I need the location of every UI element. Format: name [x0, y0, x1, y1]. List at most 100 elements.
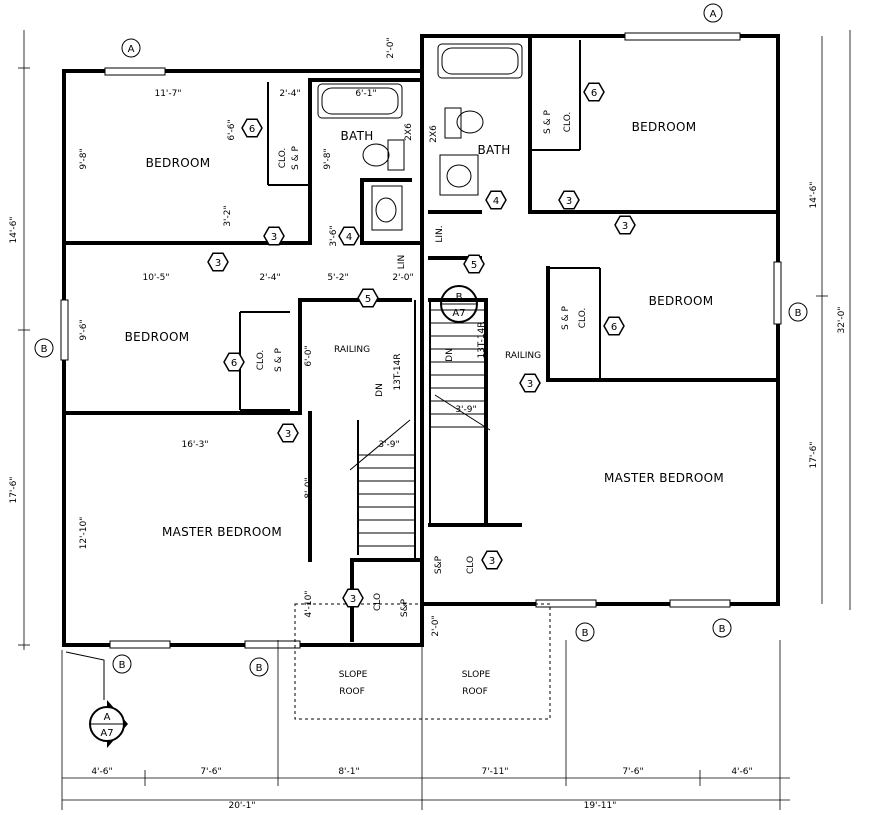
sloped-roof-outline — [294, 603, 551, 720]
east-unit-walls — [420, 34, 780, 606]
dim-6-0: 6'-0" — [304, 345, 314, 366]
grid-label: B — [41, 344, 48, 355]
slope-label: SLOPE — [462, 670, 491, 680]
dim-5-2: 5'-2" — [327, 273, 348, 283]
room-master-e: MASTER BEDROOM — [604, 471, 724, 485]
window — [60, 299, 69, 361]
stair-down-label: DN — [375, 383, 385, 397]
door-tag-hex — [357, 288, 379, 308]
stair-risers-label: 13T-14R — [393, 353, 403, 390]
door-tag-label: 5 — [471, 260, 477, 271]
stair-risers-label: 13T-14R — [477, 321, 487, 358]
dim-20-1: 20'-1" — [228, 801, 255, 811]
shelf-pole-label: S & P — [543, 109, 553, 133]
windows — [60, 32, 782, 649]
stairs — [349, 309, 491, 547]
window — [624, 32, 741, 41]
door-tag-label: 3 — [489, 556, 495, 567]
door-tag-label: 6 — [249, 124, 255, 135]
bathtub — [317, 83, 403, 119]
door-tag-hex — [485, 190, 507, 210]
dim-6-6: 6'-6" — [227, 119, 237, 140]
door-tag-hex — [614, 215, 636, 235]
section-marker-label: B — [456, 292, 463, 303]
door-tag-hex — [519, 373, 541, 393]
wall-2x6-label: 2X6 — [404, 123, 414, 141]
dim-2-0: 2'-0" — [431, 615, 441, 636]
dim-4-6: 4'-6" — [91, 767, 112, 777]
dim-32-0: 32'-0" — [837, 306, 847, 333]
door-tag-label: 3 — [622, 221, 628, 232]
room-bath-w: BATH — [340, 129, 373, 143]
dim-3-6: 3'-6" — [329, 225, 339, 246]
window — [669, 599, 731, 608]
door-tag-hex — [583, 82, 605, 102]
dim-9-6: 9'-6" — [79, 319, 89, 340]
closet-label: CLO. — [563, 112, 573, 133]
room-bedroom-nw: BEDROOM — [146, 156, 211, 170]
grid-bubble-b — [112, 654, 132, 674]
door-tag-label: 3 — [271, 232, 277, 243]
dim-11-7: 11'-7" — [154, 89, 181, 99]
door-tag-hex — [277, 423, 299, 443]
room-bedroom-ne: BEDROOM — [632, 120, 697, 134]
grid-label: B — [119, 660, 126, 671]
closet-label: CLO. — [278, 148, 288, 169]
closet-label: CLO. — [256, 350, 266, 371]
room-master-w: MASTER BEDROOM — [162, 525, 282, 539]
dim-2-0: 2'-0" — [386, 37, 396, 58]
door-tag-hex — [342, 588, 364, 608]
stair-down-label: DN — [445, 348, 455, 362]
dim-4-10: 4'-10" — [304, 590, 314, 617]
dim-3-9: 3'-9" — [455, 405, 476, 415]
dim-14-6-left: 14'-6" — [9, 216, 19, 243]
door-tag-label: 3 — [527, 379, 533, 390]
closet-label: CLO. — [578, 308, 588, 329]
railing-label: RAILING — [334, 345, 370, 355]
dim-2-0: 2'-0" — [392, 273, 413, 283]
grid-bubble-b — [712, 618, 732, 638]
door-tag-hex — [558, 190, 580, 210]
dim-6-1: 6'-1" — [355, 89, 376, 99]
grid-label: B — [795, 308, 802, 319]
door-tag-label: 3 — [215, 258, 221, 269]
railing-label: RAILING — [505, 351, 541, 361]
dim-16-3: 16'-3" — [181, 440, 208, 450]
door-tag-hex — [241, 118, 263, 138]
dim-2-4: 2'-4" — [279, 89, 300, 99]
grid-bubbles: A A B B B B B B B A7 A A7 — [34, 3, 808, 748]
door-tag-hex — [603, 316, 625, 336]
door-tag-hex — [481, 550, 503, 570]
door-tag-label: 6 — [591, 88, 597, 99]
dim-2-4: 2'-4" — [259, 273, 280, 283]
grid-bubble-a — [121, 38, 141, 58]
dim-9-8: 9'-8" — [79, 148, 89, 169]
slope-label: SLOPE — [339, 670, 368, 680]
linen-label: LIN — [397, 255, 407, 269]
interior-dimensions: 11'-7" 2'-4" 6'-1" 6'-6" 9'-8" 9'-8" 3'-… — [79, 37, 477, 636]
closet-label: CLO — [373, 593, 383, 611]
grid-label: A — [710, 9, 717, 20]
door-tag-label: 6 — [611, 322, 617, 333]
dim-4-6: 4'-6" — [731, 767, 752, 777]
toilet — [456, 110, 484, 134]
toilet — [362, 143, 390, 167]
section-marker-sheet: A7 — [100, 728, 113, 739]
window — [773, 261, 782, 325]
shelf-pole-label: S & P — [561, 305, 571, 329]
dim-7-11: 7'-11" — [481, 767, 508, 777]
shelf-pole-label: S & P — [291, 145, 301, 169]
room-bedroom-w: BEDROOM — [125, 330, 190, 344]
dim-7-6: 7'-6" — [622, 767, 643, 777]
dim-12-10: 12'-10" — [79, 517, 89, 550]
dim-3-2: 3'-2" — [223, 205, 233, 226]
west-unit-walls — [62, 69, 424, 647]
outer-dimension-lines: 14'-6" 17'-6" 14'-6" 17'-6" 32'-0" 4'-6"… — [9, 30, 851, 811]
fixtures — [317, 43, 523, 231]
wall-2x6-label: 2X6 — [429, 125, 439, 143]
grid-label: B — [256, 663, 263, 674]
linen-label: LIN. — [435, 225, 445, 242]
door-tag-hex — [207, 252, 229, 272]
section-marker-sheet: A7 — [452, 308, 465, 319]
door-tag-label: 3 — [350, 594, 356, 605]
